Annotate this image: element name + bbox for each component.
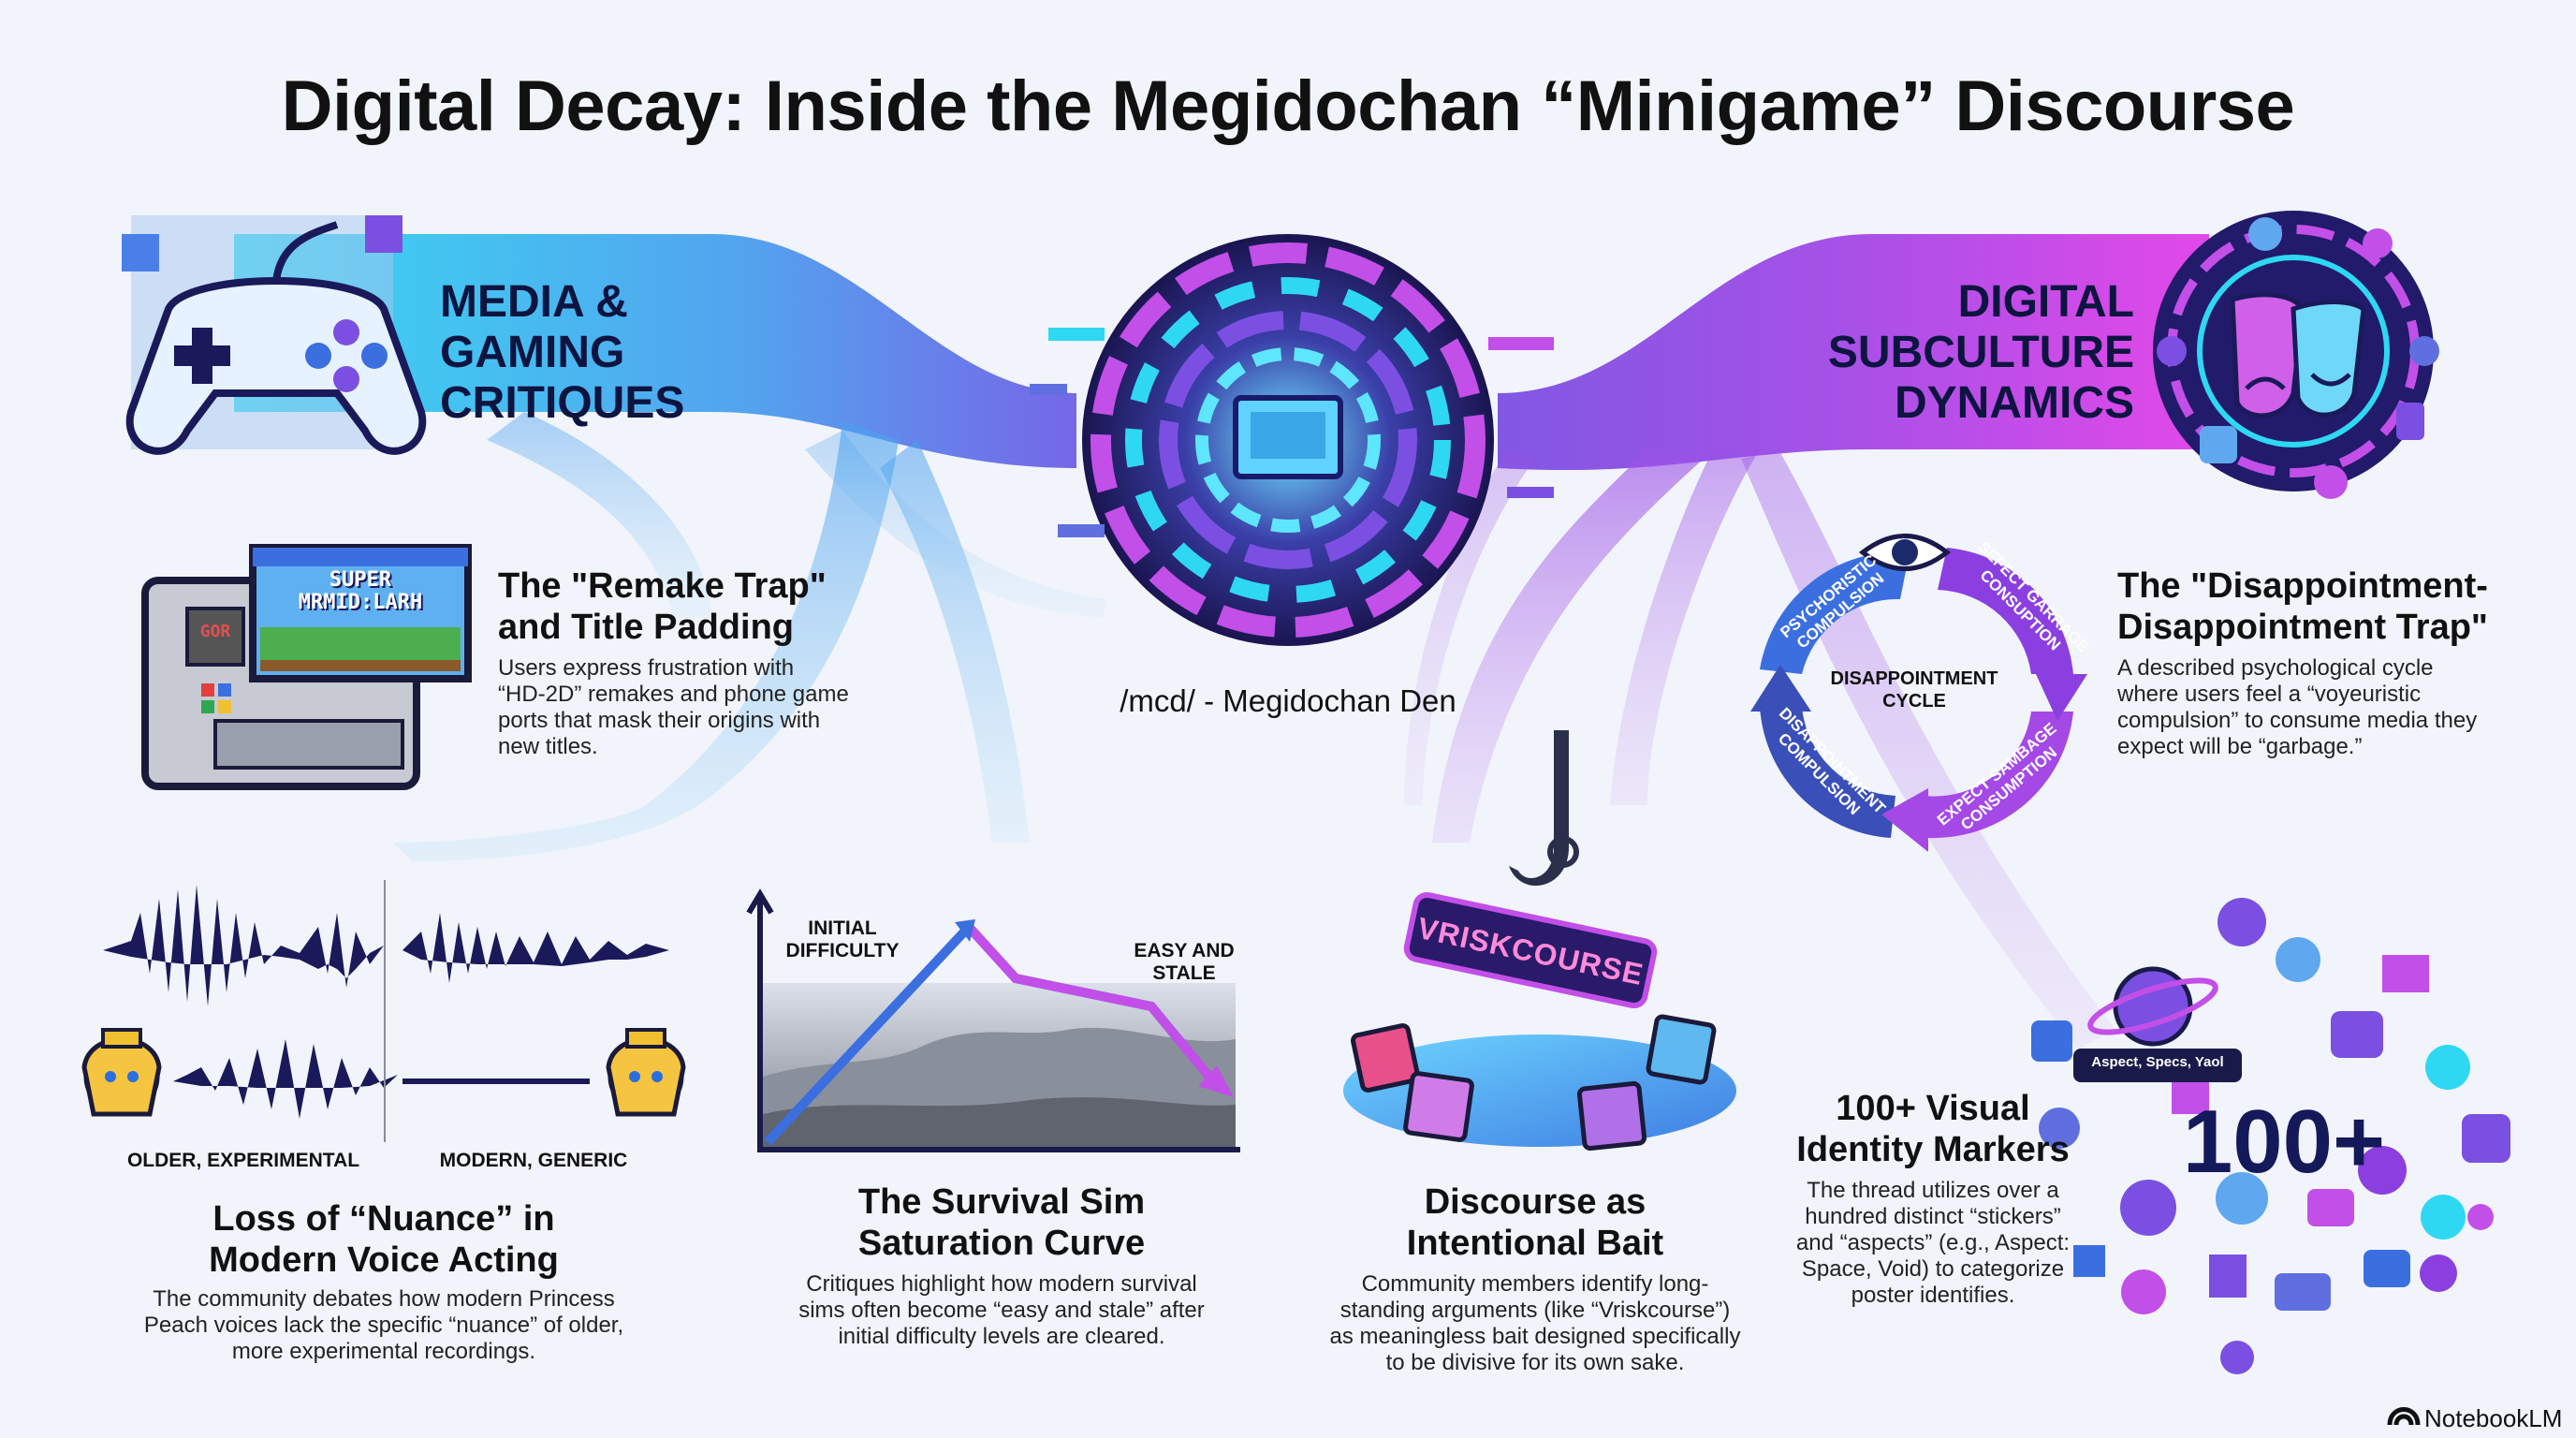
voice-label-modern: MODERN, GENERIC <box>439 1150 628 1171</box>
cartridge-badge: GOR <box>199 622 231 641</box>
notebook-logo-icon <box>2387 1407 2421 1426</box>
survival-title: The Survival Sim Saturation Curve <box>857 1182 1146 1263</box>
remake-trap-body: Users express frustration with “HD-2D” r… <box>498 655 849 759</box>
hub-label: /mcd/ - Megidochan Den <box>1120 683 1456 718</box>
fishhook-icon <box>1509 730 1579 887</box>
bait-body: Community members identify long- standin… <box>1329 1271 1741 1375</box>
planet-icon <box>2087 966 2218 1047</box>
hub-portal-icon <box>1030 234 1554 646</box>
label-initial-difficulty: INITIAL DIFFICULTY <box>785 917 900 961</box>
eye-icon <box>1858 534 1952 571</box>
markers-body: The thread utilizes over a hundred disti… <box>1795 1178 2071 1308</box>
gamepad-icon <box>122 215 427 455</box>
survival-body: Critiques highlight how modern survival … <box>798 1271 1205 1349</box>
page-title: Digital Decay: Inside the Megidochan “Mi… <box>281 66 2295 146</box>
remake-trap-title: The "Remake Trap" and Title Padding <box>498 566 827 647</box>
left-flow-band <box>234 234 1076 468</box>
bait-title: Discourse as Intentional Bait <box>1406 1182 1664 1263</box>
princess-icon <box>606 1028 686 1117</box>
cartridge-title: SUPER MRMID:LARH <box>298 568 423 614</box>
angry-face-icon <box>1351 1014 1717 1152</box>
right-branch-title: DIGITAL SUBCULTURE DYNAMICS <box>1827 277 2134 428</box>
trap-title: The "Disappointment- Disappointment Trap… <box>2117 566 2488 647</box>
voice-title: Loss of “Nuance” in Modern Voice Acting <box>209 1199 559 1280</box>
cycle-center-label: DISAPPOINTMENT CYCLE <box>1830 668 1998 712</box>
trap-body: A described psychological cycle where us… <box>2117 655 2478 759</box>
voice-body: The community debates how modern Princes… <box>143 1286 624 1364</box>
left-branch-title: MEDIA & GAMING CRITIQUES <box>440 277 685 428</box>
cartridge-icon <box>141 544 472 790</box>
watermark: NotebookLM <box>2424 1404 2563 1432</box>
curve-chart-icon <box>746 888 1240 1152</box>
voice-label-older: OLDER, EXPERIMENTAL <box>126 1150 360 1171</box>
waveform-icon <box>103 880 669 1142</box>
right-flow-band <box>1498 234 2209 471</box>
cycle-diagram <box>1750 548 2087 852</box>
markers-tag: Aspect, Specs, Yaol <box>2091 1054 2224 1070</box>
markers-big-number: 100+ <box>2182 1092 2386 1192</box>
theater-masks-icon <box>2153 211 2439 499</box>
label-easy-stale: EASY AND STALE <box>1134 940 1235 984</box>
princess-icon <box>81 1028 162 1117</box>
markers-title: 100+ Visual Identity Markers <box>1796 1089 2070 1169</box>
